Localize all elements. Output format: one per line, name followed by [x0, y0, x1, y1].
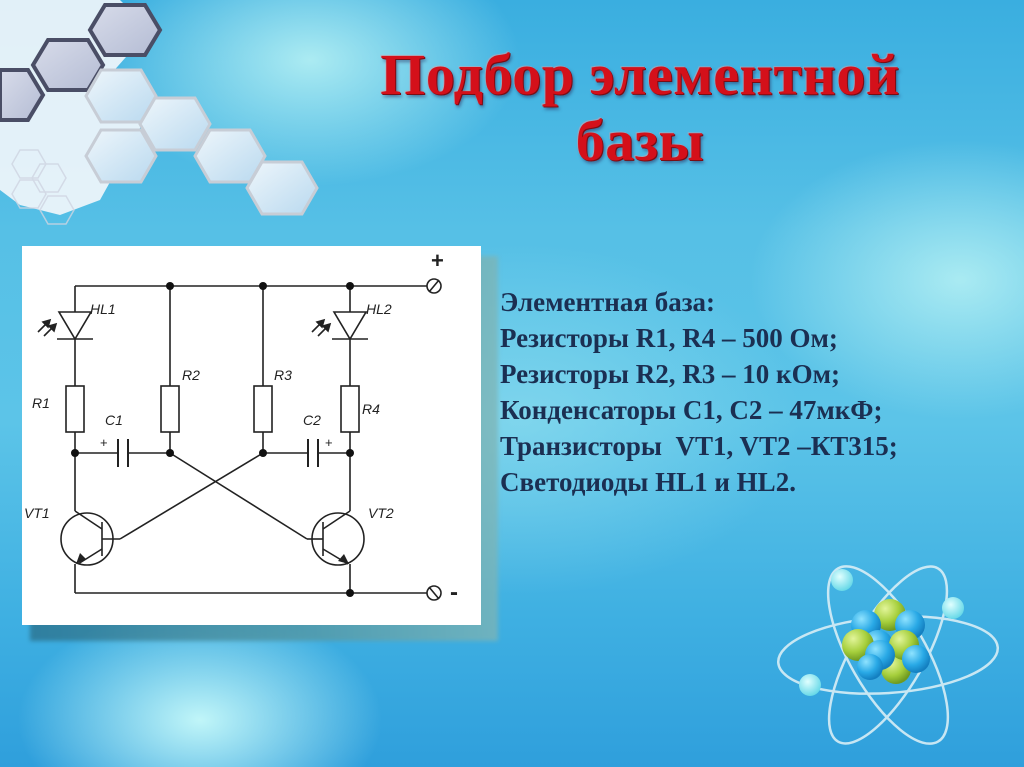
slide-title-line-1: Подбор элементной — [380, 42, 900, 107]
resistor-r3 — [253, 385, 273, 433]
label-r4: R4 — [362, 401, 380, 417]
label-r2: R2 — [182, 367, 200, 383]
label-r1: R1 — [32, 395, 50, 411]
label-hl2: HL2 — [366, 301, 392, 317]
label-hl1: HL1 — [90, 301, 116, 317]
component-list-heading: Элементная база: — [500, 287, 716, 317]
component-item-resistors-r2-r3: Резисторы R2, R3 – 10 кОм; — [500, 359, 840, 389]
slide-title: Подбор элементной базы — [320, 42, 960, 174]
resistor-r2 — [160, 385, 180, 433]
atom-icon — [776, 565, 1000, 745]
hexagon-decoration — [0, 0, 319, 225]
component-item-capacitors: Конденсаторы С1, С2 – 47мкФ; — [500, 395, 883, 425]
circuit-diagram: + - HL1 HL2 R1 R2 R3 R4 C1 C2 + + VT1 VT… — [24, 248, 458, 606]
label-c1: C1 — [105, 412, 123, 428]
component-item-leds: Светодиоды HL1 и HL2. — [500, 467, 796, 497]
component-list: Элементная база: Резисторы R1, R4 – 500 … — [500, 284, 1020, 500]
label-r3: R3 — [274, 367, 292, 383]
resistor-r1 — [65, 385, 85, 433]
label-vt1: VT1 — [24, 505, 50, 521]
label-vt2: VT2 — [368, 505, 394, 521]
slide-title-line-2: базы — [575, 108, 705, 173]
resistor-r4 — [340, 385, 360, 433]
label-c1-polarity: + — [100, 435, 108, 450]
label-c2: C2 — [303, 412, 321, 428]
component-item-resistors-r1-r4: Резисторы R1, R4 – 500 Ом; — [500, 323, 838, 353]
negative-terminal-label: - — [450, 579, 458, 606]
positive-terminal-label: + — [431, 248, 444, 273]
circuit-diagram-panel: + - HL1 HL2 R1 R2 R3 R4 C1 C2 + + VT1 VT… — [22, 246, 481, 625]
label-c2-polarity: + — [325, 435, 333, 450]
component-item-transistors: Транзисторы VT1, VT2 –КТ315; — [500, 431, 898, 461]
